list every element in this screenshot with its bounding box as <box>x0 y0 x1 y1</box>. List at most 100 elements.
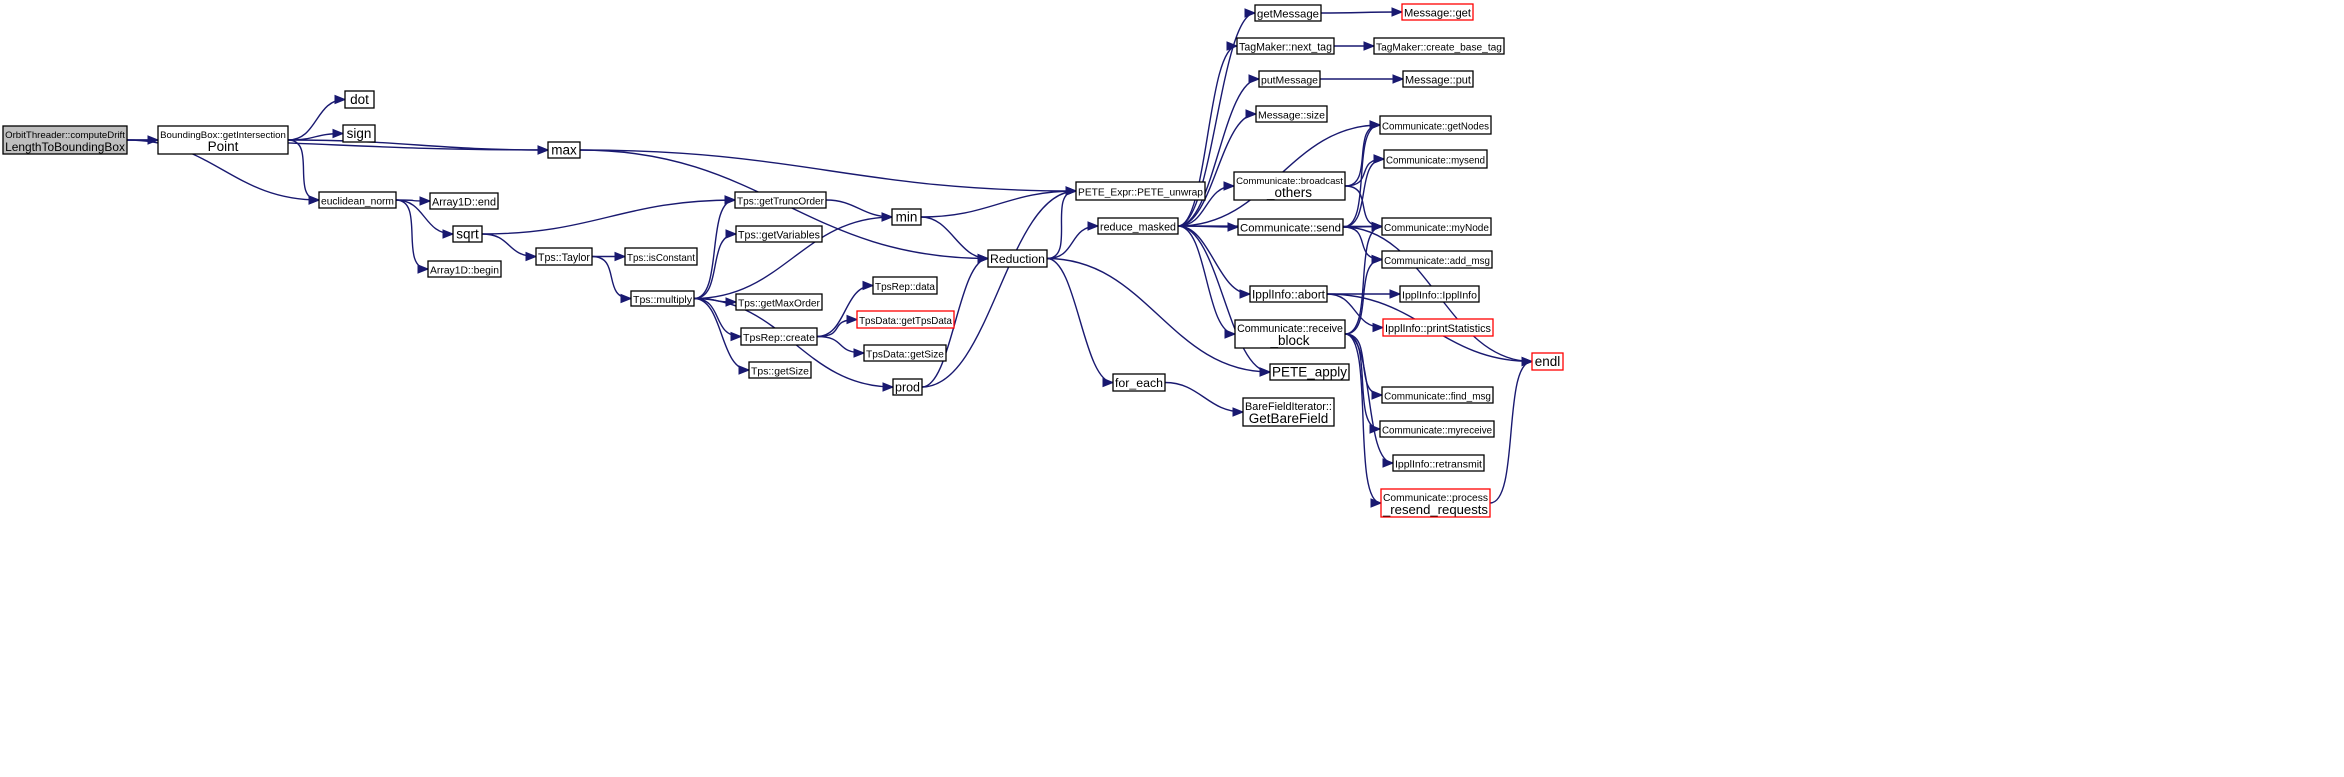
node-box <box>735 225 823 243</box>
node-label: Tps::getSize <box>751 367 809 378</box>
node-addmsg[interactable]: Communicate::add_msg <box>1381 250 1493 269</box>
node-gettpsdata[interactable]: TpsData::getTpsData <box>856 310 955 329</box>
node-printstats[interactable]: IpplInfo::printStatistics <box>1382 318 1494 337</box>
node-nexttag[interactable]: TagMaker::next_tag <box>1236 37 1335 55</box>
node-label: reduce_masked <box>1100 222 1176 234</box>
node-box <box>1382 318 1494 337</box>
node-label: Array1D::end <box>432 197 496 209</box>
node-tpsgetsize[interactable]: Tps::getSize <box>748 361 812 379</box>
node-box <box>856 310 955 329</box>
node-putmessage[interactable]: putMessage <box>1258 70 1321 88</box>
edge-line <box>287 139 549 151</box>
node-a1end[interactable]: Array1D::end <box>429 192 499 210</box>
node-getvars[interactable]: Tps::getVariables <box>735 225 823 243</box>
node-box <box>748 361 812 379</box>
edge-line <box>1342 226 1383 261</box>
edge-arrowhead <box>730 331 743 342</box>
node-max[interactable]: max <box>547 141 581 159</box>
node-multiply[interactable]: Tps::multiply <box>630 290 695 307</box>
edge-arrowhead <box>1372 322 1385 333</box>
edge-line <box>481 199 736 235</box>
edge-arrowhead <box>1239 289 1252 299</box>
node-msgput[interactable]: Message::put <box>1402 70 1474 88</box>
node-abort[interactable]: IpplInfo::abort <box>1249 285 1328 303</box>
node-myreceive[interactable]: Communicate::myreceive <box>1379 420 1495 438</box>
node-label: sqrt <box>456 227 479 242</box>
edge-line <box>1177 12 1256 227</box>
node-recvblock[interactable]: Communicate::receive_block <box>1234 319 1346 349</box>
node-getmessage[interactable]: getMessage <box>1254 4 1322 22</box>
node-ipplinfo[interactable]: IpplInfo::IpplInfo <box>1399 285 1480 303</box>
node-findmsg[interactable]: Communicate::find_msg <box>1381 386 1494 404</box>
node-tpsrepdata[interactable]: TpsRep::data <box>872 276 938 295</box>
edge-arrowhead <box>862 280 875 291</box>
node-endl[interactable]: endl <box>1531 352 1564 371</box>
edge-arrowhead <box>1391 7 1404 17</box>
node-retransmit[interactable]: IpplInfo::retransmit <box>1392 454 1485 472</box>
node-sign[interactable]: sign <box>342 124 376 143</box>
node-label: Array1D::begin <box>430 266 499 277</box>
edge-arrowhead <box>1248 74 1261 84</box>
node-label: Communicate::send <box>1240 223 1341 235</box>
node-label: Point <box>208 139 239 154</box>
node-unwrap[interactable]: PETE_Expr::PETE_unwrap <box>1075 181 1206 201</box>
node-label: Communicate::broadcast <box>1236 176 1343 187</box>
edge-arrowhead <box>1371 254 1384 265</box>
edge-arrowhead <box>332 128 345 139</box>
node-foreach[interactable]: for_each <box>1112 373 1166 392</box>
node-euclid[interactable]: euclidean_norm <box>318 191 397 209</box>
node-msgsize[interactable]: Message::size <box>1255 105 1328 123</box>
node-mynode[interactable]: Communicate::myNode <box>1381 217 1492 236</box>
node-box <box>735 293 823 311</box>
node-sqrt[interactable]: sqrt <box>452 225 483 243</box>
node-reduction[interactable]: Reduction <box>987 249 1048 268</box>
edge-arrowhead <box>442 229 455 239</box>
node-getmaxord[interactable]: Tps::getMaxOrder <box>735 293 823 311</box>
edge-arrowhead <box>537 145 550 155</box>
node-dot[interactable]: dot <box>344 90 375 109</box>
node-resend[interactable]: Communicate::process_resend_requests <box>1380 488 1491 518</box>
edge-arrowhead <box>1392 74 1405 84</box>
node-getnodes[interactable]: Communicate::getNodes <box>1379 115 1492 135</box>
node-root[interactable]: OrbitThreader::computeDriftLengthToBound… <box>2 125 128 155</box>
edge-arrowhead <box>1521 356 1534 367</box>
node-label: Tps::Taylor <box>538 252 590 264</box>
node-tpsdatagetsize[interactable]: TpsData::getSize <box>863 344 947 362</box>
node-box <box>1249 285 1328 303</box>
node-msgget[interactable]: Message::get <box>1401 3 1474 21</box>
node-box <box>1234 319 1346 349</box>
node-bcast[interactable]: Communicate::broadcast_others <box>1233 171 1346 201</box>
node-mysend[interactable]: Communicate::mysend <box>1383 149 1488 169</box>
node-basetag[interactable]: TagMaker::create_base_tag <box>1373 37 1505 55</box>
edge-line <box>921 257 989 388</box>
edge-putmessage-to-msgput <box>1320 74 1405 84</box>
edge-arrowhead <box>977 253 990 264</box>
edge-line <box>1342 124 1381 228</box>
edge-line <box>920 216 989 260</box>
edge-arrowhead <box>738 365 751 375</box>
edge-arrowhead <box>1363 41 1376 51</box>
node-redmasked[interactable]: reduce_masked <box>1097 217 1179 235</box>
node-a1begin[interactable]: Array1D::begin <box>427 260 502 278</box>
node-taylor[interactable]: Tps::Taylor <box>535 247 593 266</box>
node-prod[interactable]: prod <box>892 378 923 396</box>
node-label: IpplInfo::retransmit <box>1395 459 1482 471</box>
node-peteapply[interactable]: PETE_apply <box>1269 363 1350 381</box>
node-box <box>427 260 502 278</box>
edge-nexttag-to-basetag <box>1334 41 1376 51</box>
node-label: BareFieldIterator:: <box>1245 401 1332 413</box>
node-label: Communicate::process <box>1383 493 1488 504</box>
node-bfi[interactable]: BareFieldIterator::GetBareField <box>1242 397 1335 427</box>
edge-arrowhead <box>1373 154 1386 164</box>
edge-redmasked-to-nexttag <box>1177 41 1239 227</box>
node-tpsrepcreate[interactable]: TpsRep::create <box>740 327 818 346</box>
node-isconst[interactable]: Tps::isConstant <box>624 247 698 266</box>
edge-sqrt-to-taylor <box>481 233 538 262</box>
node-gettrunc[interactable]: Tps::getTruncOrder <box>734 191 827 209</box>
edge-send-to-getnodes <box>1342 120 1382 228</box>
edge-euclid-to-a1end <box>395 196 432 206</box>
node-send[interactable]: Communicate::send <box>1237 218 1344 236</box>
node-label: IpplInfo::printStatistics <box>1385 323 1492 335</box>
node-min[interactable]: min <box>891 208 922 226</box>
